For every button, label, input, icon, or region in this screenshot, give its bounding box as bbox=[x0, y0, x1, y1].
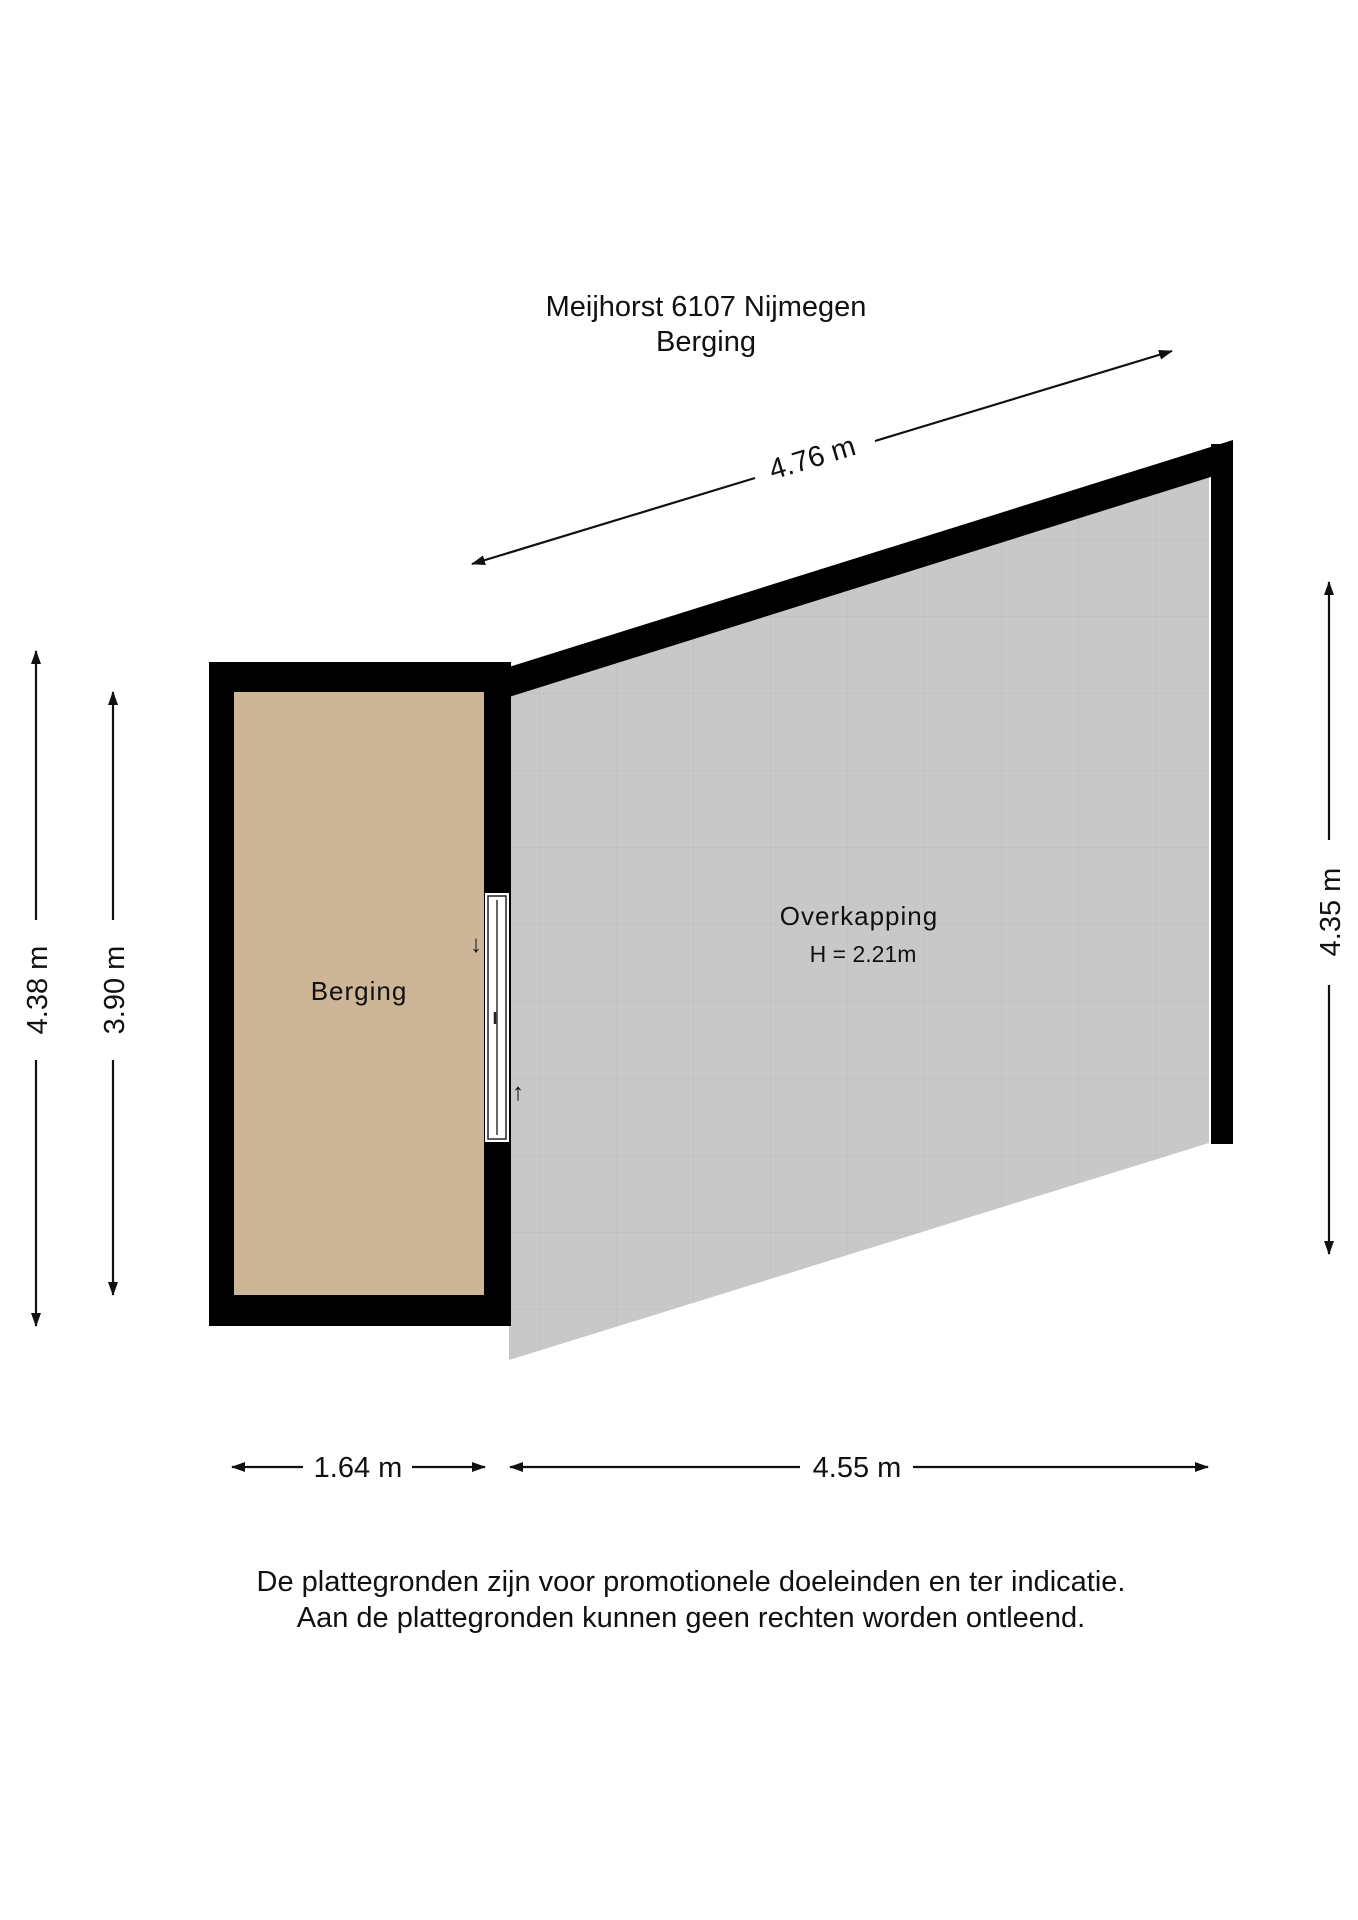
dim-label-bottom-right: 4.55 m bbox=[813, 1452, 902, 1484]
room-height-overkapping: H = 2.21m bbox=[810, 941, 917, 967]
overkapping-top-wall bbox=[509, 440, 1233, 697]
disclaimer-line-2: Aan de plattegronden kunnen geen rechten… bbox=[297, 1602, 1085, 1634]
dim-label-left-inner: 3.90 m bbox=[99, 946, 131, 1035]
dim-label-bottom-left: 1.64 m bbox=[314, 1452, 403, 1484]
room-label-overkapping: Overkapping bbox=[780, 901, 938, 931]
room-label-berging: Berging bbox=[311, 976, 408, 1006]
door-arrow-down-icon: ↓ bbox=[470, 931, 482, 958]
dim-label-top: 4.76 m bbox=[765, 430, 859, 486]
overkapping-floor bbox=[509, 473, 1209, 1360]
dim-line-top-left bbox=[471, 476, 756, 566]
dim-label-left-outer: 4.38 m bbox=[22, 946, 54, 1035]
dim-line-top-right bbox=[874, 349, 1173, 443]
plan-address: Meijhorst 6107 Nijmegen bbox=[546, 291, 867, 323]
overkapping-right-wall bbox=[1211, 444, 1233, 1144]
disclaimer-line-1: De plattegronden zijn voor promotionele … bbox=[257, 1566, 1126, 1598]
door-arrow-up-icon: ↑ bbox=[512, 1079, 524, 1106]
berging-floor bbox=[234, 692, 484, 1295]
plan-floor-name: Berging bbox=[656, 326, 756, 358]
sliding-door bbox=[487, 895, 507, 1140]
dim-label-right: 4.35 m bbox=[1315, 868, 1347, 957]
